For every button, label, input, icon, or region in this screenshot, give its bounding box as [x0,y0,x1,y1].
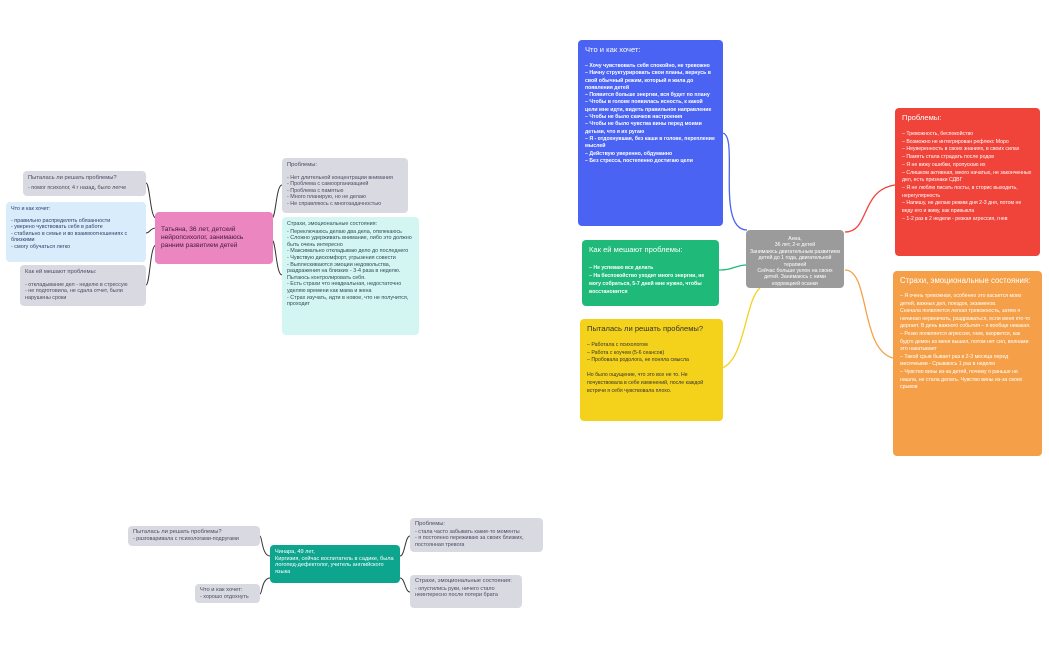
edge-tatiana-obstacles [145,244,157,286]
edge-tatiana-wants [145,227,157,234]
tatiana-problems-title: Проблемы: [287,162,318,168]
tatiana-wants-title: Что и как хочет: [11,206,51,212]
tatiana-fears-node[interactable]: Страхи, эмоциональные состояния: - Перек… [282,217,419,335]
edge-chinara-tried [259,535,271,557]
anna-fears-body: – Я очень тревожная, особенно это касает… [900,293,1031,391]
tatiana-tried-body: - помог психолог, 4 г назад, было легче [28,184,127,191]
edge-problems [844,184,896,233]
tatiana-obstacles-title: Как ей мешают проблемы: [25,269,97,275]
edge-tried [721,287,761,369]
chinara-problems-title: Проблемы: [415,521,446,527]
anna-obstacles-node[interactable]: Как ей мешают проблемы: – Не успеваю все… [582,240,719,306]
anna-obstacles-body: – Не успеваю все делать – На беспокойств… [589,265,705,295]
anna-problems-body: – Тревожность, беспокойство – Возможно н… [902,131,1032,222]
chinara-fears-body: - опустились руки, ничего стало неинтере… [415,585,498,599]
tatiana-wants-node[interactable]: Что и как хочет: - правильно распределят… [6,202,146,262]
tatiana-obstacles-body: - откладывание дел - неделю в стрессую -… [25,281,128,301]
edge-tatiana-fears [271,239,283,276]
anna-problems-node[interactable]: Проблемы: – Тревожность, беспокойство – … [895,108,1040,256]
tatiana-fears-body: - Переключаюсь делаю два дела, отвлекаюс… [287,228,412,308]
anna-wants-node[interactable]: Что и как хочет: – Хочу чувствовать себя… [578,40,723,226]
anna-fears-title: Страхи, эмоциональные состояния: [900,276,1031,285]
chinara-center-node[interactable]: Чинара, 49 лет, Киргизия, сейчас воспита… [270,545,400,583]
anna-problems-title: Проблемы: [902,113,942,122]
tatiana-center-node[interactable]: Татьяна, 36 лет, детский нейропсихолог, … [155,212,273,264]
chinara-tried-body: - разговаривала с психологами-подругами [133,535,239,542]
tatiana-wants-body: - правильно распределять обязанности - у… [11,217,128,250]
chinara-tried-node[interactable]: Пыталась ли решать проблемы? - разговари… [128,526,260,546]
chinara-wants-title: Что и как хочет: [200,587,243,593]
anna-wants-title: Что и как хочет: [585,45,641,54]
edge-chinara-problems [399,535,411,557]
edge-fears [844,269,894,359]
edge-tatiana-tried [145,182,157,219]
anna-tried-node[interactable]: Пыталась ли решать проблемы? – Работала … [580,319,723,421]
tatiana-obstacles-node[interactable]: Как ей мешают проблемы: - откладывание д… [20,265,146,306]
chinara-wants-node[interactable]: Что и как хочет: - хорошо отдохнуть [195,584,260,603]
edge-chinara-fears [399,577,411,593]
anna-tried-title: Пыталась ли решать проблемы? [587,324,704,333]
chinara-fears-title: Страхи, эмоциональные состояния: [415,578,512,584]
anna-fears-node[interactable]: Страхи, эмоциональные состояния: – Я оче… [893,271,1042,456]
tatiana-problems-node[interactable]: Проблемы: - Нет длительной концентрации … [282,158,408,213]
chinara-problems-body: - стала часто забывать какие-то моменты … [415,528,524,548]
edge-chinara-wants [259,577,271,595]
chinara-problems-node[interactable]: Проблемы: - стала часто забывать какие-т… [410,518,543,552]
chinara-wants-body: - хорошо отдохнуть [200,593,249,600]
tatiana-tried-title: Пыталась ли решать проблемы? [28,175,117,181]
anna-obstacles-title: Как ей мешают проблемы: [589,245,683,254]
chinara-tried-title: Пыталась ли решать проблемы? [133,529,222,535]
anna-wants-body: – Хочу чувствовать себя спокойно, не тре… [585,63,715,164]
tatiana-tried-node[interactable]: Пыталась ли решать проблемы? - помог пси… [23,171,146,196]
edge-obstacles [717,264,748,271]
anna-tried-body: – Работала с психологом – Работа с коуче… [587,342,704,394]
chinara-fears-node[interactable]: Страхи, эмоциональные состояния: - опуст… [410,575,522,608]
anna-center-node[interactable]: Анна, 36 лет, 2-е детей Занимаюсь двигат… [746,230,844,288]
tatiana-problems-body: - Нет длительной концентрации внимания -… [287,174,393,207]
tatiana-fears-title: Страхи, эмоциональные состояния: [287,221,378,227]
edge-wants [721,132,748,231]
edge-tatiana-problems [271,184,283,219]
